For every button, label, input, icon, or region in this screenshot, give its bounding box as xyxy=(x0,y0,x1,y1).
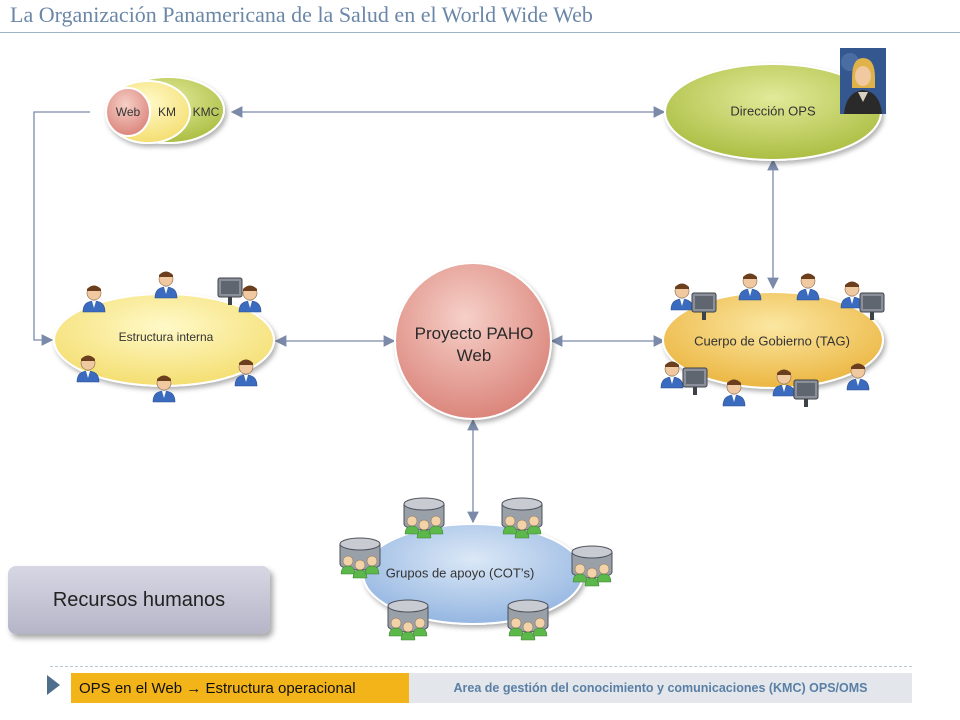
footer-section-label: OPS en el Web → Estructura operacional xyxy=(71,673,409,703)
database-icon xyxy=(507,599,549,641)
kmc-label: KMC xyxy=(192,105,220,119)
proyecto-node xyxy=(394,262,552,420)
recursos-humanos-box: Recursos humanos xyxy=(8,566,270,634)
direccion-label: Dirección OPS xyxy=(730,103,816,119)
estructura-label: Estructura interna xyxy=(118,330,214,344)
footer-left-text: OPS en el Web → Estructura operacional xyxy=(79,679,356,697)
user-icon xyxy=(82,285,106,313)
cuerpo-label: Cuerpo de Gobierno (TAG) xyxy=(694,333,850,349)
footer-divider xyxy=(50,666,912,667)
connector-lines xyxy=(33,106,779,524)
page-title: La Organización Panamericana de la Salud… xyxy=(10,2,593,27)
kmc-km-web-node xyxy=(105,76,225,144)
user-icon xyxy=(670,283,694,311)
web-label: Web xyxy=(115,105,141,119)
database-icon xyxy=(387,599,429,641)
computer-icon xyxy=(793,379,819,408)
footer-department-label: Area de gestión del conocimiento y comun… xyxy=(409,673,912,703)
proyecto-label: Proyecto PAHO Web xyxy=(414,324,534,365)
database-icon xyxy=(571,545,613,587)
database-icon xyxy=(403,497,445,539)
km-label: KM xyxy=(158,105,176,119)
title-divider xyxy=(0,32,960,33)
user-icon xyxy=(154,271,178,299)
database-icon xyxy=(339,537,381,579)
computer-icon xyxy=(682,367,708,396)
user-icon xyxy=(738,273,762,301)
database-icon xyxy=(501,497,543,539)
user-icon xyxy=(796,273,820,301)
portrait-photo xyxy=(840,48,886,114)
grupos-label: Grupos de apoyo (COT’s) xyxy=(385,565,535,581)
play-arrow-icon xyxy=(47,675,60,695)
cuerpo-node xyxy=(662,291,884,389)
right-arrow-icon: → xyxy=(186,679,202,697)
